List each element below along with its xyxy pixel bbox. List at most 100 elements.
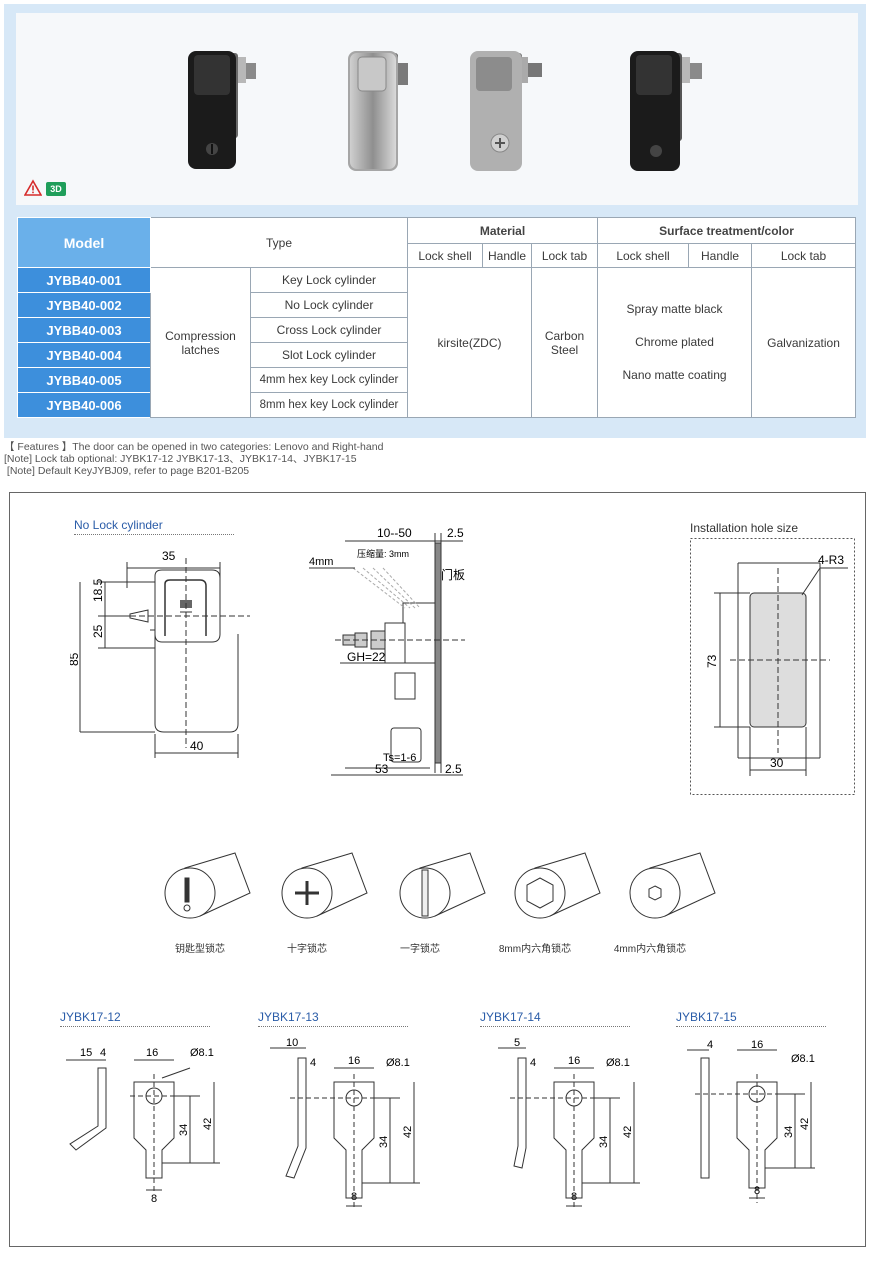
surface-option: Chrome plated	[635, 335, 714, 349]
tab-dim-a: 5	[514, 1038, 520, 1049]
cylinder-cross-drawing	[281, 852, 368, 919]
tab-dim-w: 16	[568, 1055, 580, 1067]
product-photo-black-key	[188, 51, 256, 169]
tab-12-drawing: 15 4 16 Ø8.1 34 42 8	[66, 1047, 220, 1205]
header-model: Model	[17, 217, 151, 268]
cylinder-slot-drawing	[399, 852, 486, 919]
model-cell: JYBB40-002	[17, 292, 151, 318]
tab-dim-h2: 42	[799, 1118, 811, 1130]
cylinder-caption: 8mm内六角锁芯	[498, 944, 572, 955]
notes: 【 Features 】The door can be opened in tw…	[4, 441, 383, 477]
type-group: Compression latches	[150, 267, 251, 418]
tab-dim-dia: Ø8.1	[791, 1053, 815, 1065]
dim-right: 2.5	[447, 526, 464, 540]
hole-title: Installation hole size	[690, 521, 799, 535]
model-cell: JYBB40-006	[17, 392, 151, 418]
dim-ts: Ts=1-6	[383, 752, 416, 764]
material-lock-tab: Carbon Steel	[531, 267, 599, 418]
header-material-lock-tab: Lock tab	[531, 243, 599, 268]
cylinder-hex8-drawing	[514, 852, 601, 919]
tab-dim-base: 8	[351, 1191, 357, 1203]
tab-title: JYBK17-13	[258, 1010, 408, 1027]
tab-dim-h1: 34	[598, 1136, 610, 1148]
variant-cell: Cross Lock cylinder	[249, 317, 409, 343]
front-view-title: No Lock cylinder	[74, 518, 234, 535]
model-cell: JYBB40-004	[17, 342, 151, 368]
note-default-key: [Note] Default KeyJYBJ09, refer to page …	[4, 465, 250, 477]
surface-option: Nano matte coating	[622, 368, 727, 382]
tab-dim-h2: 42	[402, 1126, 414, 1138]
cylinder-key-drawing	[164, 852, 251, 919]
model-cell: JYBB40-005	[17, 367, 151, 393]
tab-dim-base: 8	[571, 1191, 577, 1203]
dim-range: 10--50	[377, 526, 412, 540]
dim-compress: 压缩量: 3mm	[357, 548, 409, 559]
dim-width-top: 35	[162, 549, 176, 563]
variant-cell: 4mm hex key Lock cylinder	[249, 367, 409, 393]
tab-dim-b: 4	[707, 1039, 713, 1051]
variant-cell: Slot Lock cylinder	[249, 342, 409, 368]
product-panel: 3D Model Type Material Surface treatment…	[4, 4, 866, 438]
hole-radius: 4-R3	[818, 553, 844, 567]
tab-15-drawing: 4 16 Ø8.1 34 42 8	[687, 1039, 815, 1203]
dim-18-5: 18.5	[91, 578, 105, 602]
tab-dim-b: 4	[530, 1057, 536, 1069]
header-type: Type	[149, 217, 409, 268]
dim-25: 25	[91, 624, 105, 638]
door-label: 门板	[441, 567, 465, 582]
technical-drawing: No Lock cylinder 35 18.5 25	[9, 492, 866, 1247]
product-photo-black-slot	[630, 51, 702, 171]
hole-height: 73	[705, 654, 719, 668]
surface-options: Spray matte black Chrome plated Nano mat…	[597, 267, 753, 418]
surface-option: Spray matte black	[626, 302, 723, 316]
tab-dim-base: 8	[151, 1193, 157, 1205]
tab-dim-base: 8	[754, 1185, 760, 1197]
cylinder-caption: 十字锁芯	[287, 944, 327, 955]
installation-hole-drawing: 4-R3 73 30	[690, 538, 855, 795]
tab-title: JYBK17-15	[676, 1010, 826, 1027]
tab-dim-h1: 34	[783, 1126, 795, 1138]
material-shell-handle: kirsite(ZDC)	[407, 267, 533, 418]
warning-triangle-icon	[24, 179, 42, 196]
dim-bottom: 53	[375, 762, 389, 776]
3d-badge[interactable]: 3D	[46, 182, 66, 196]
hole-width: 30	[770, 756, 784, 770]
model-cell: JYBB40-003	[17, 317, 151, 343]
product-photo-chrome-cross	[470, 51, 542, 171]
side-view-drawing: 10--50 2.5 4mm 压缩量: 3mm 门板 GH=22 Ts=1-6 …	[309, 526, 465, 776]
tab-dim-dia: Ø8.1	[190, 1047, 214, 1059]
tab-dim-b: 4	[100, 1047, 106, 1059]
tab-13-drawing: 10 4 16 Ø8.1 34 42 8	[270, 1038, 420, 1208]
tab-dim-a: 10	[286, 1038, 298, 1049]
dim-bottom-right: 2.5	[445, 762, 462, 776]
front-view-drawing: 35 18.5 25 85 40	[70, 549, 250, 758]
cylinder-caption: 钥匙型锁芯	[175, 944, 225, 955]
tab-dim-h1: 34	[178, 1124, 190, 1136]
tab-dim-w: 16	[348, 1055, 360, 1067]
variant-cell: 8mm hex key Lock cylinder	[249, 392, 409, 418]
surface-lock-tab: Galvanization	[751, 267, 857, 418]
variant-cell: Key Lock cylinder	[249, 267, 409, 293]
dim-gh: GH=22	[347, 650, 386, 664]
tab-dim-h1: 34	[378, 1136, 390, 1148]
tab-dim-w: 16	[146, 1047, 158, 1059]
header-surface-handle: Handle	[688, 243, 753, 268]
tab-dim-w: 16	[751, 1039, 763, 1051]
note-lock-tab: [Note] Lock tab optional: JYBK17-12 JYBK…	[4, 453, 357, 465]
variant-cell: No Lock cylinder	[249, 292, 409, 318]
dim-4mm: 4mm	[309, 556, 333, 568]
tab-dim-dia: Ø8.1	[606, 1057, 630, 1069]
header-material: Material	[407, 217, 599, 244]
header-surface-lock-tab: Lock tab	[751, 243, 857, 268]
tab-title: JYBK17-14	[480, 1010, 630, 1027]
header-material-lock-shell: Lock shell	[407, 243, 484, 268]
model-cell: JYBB40-001	[17, 267, 151, 293]
tab-dim-dia: Ø8.1	[386, 1057, 410, 1069]
header-surface: Surface treatment/color	[597, 217, 857, 244]
tab-14-drawing: 5 4 16 Ø8.1 34 42 8	[498, 1038, 640, 1208]
cylinder-hex4-drawing	[629, 852, 716, 919]
tab-dim-h2: 42	[622, 1126, 634, 1138]
note-features: 【 Features 】The door can be opened in tw…	[4, 441, 384, 453]
cylinder-caption: 4mm内六角锁芯	[613, 944, 687, 955]
header-surface-lock-shell: Lock shell	[597, 243, 690, 268]
